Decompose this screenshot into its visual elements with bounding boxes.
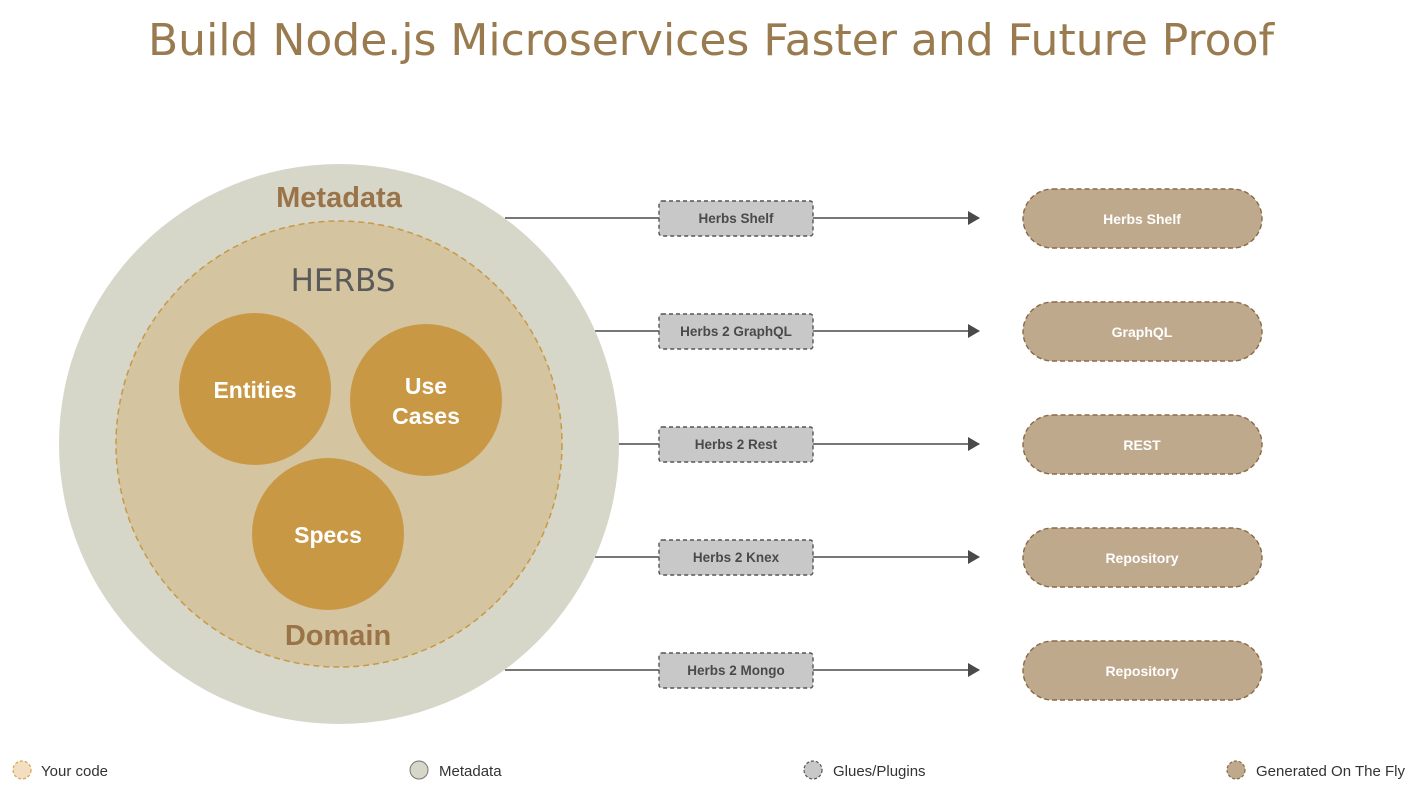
plugin-boxes: Herbs Shelf Herbs 2 GraphQL Herbs 2 Rest… (658, 200, 814, 689)
plugin-label: Herbs 2 GraphQL (680, 324, 792, 339)
herbs-label: HERBS (291, 263, 396, 299)
legend-label: Your code (41, 763, 108, 780)
use-cases-circle (350, 324, 502, 476)
plugin-box[interactable]: Herbs 2 GraphQL (658, 313, 814, 350)
output-label: Herbs Shelf (1103, 211, 1181, 227)
plugin-box[interactable]: Herbs 2 Rest (658, 426, 814, 463)
output-label: Repository (1105, 550, 1178, 566)
plugin-box[interactable]: Herbs Shelf (658, 200, 814, 237)
legend: Your code Metadata Glues/Plugins Generat… (12, 760, 1405, 780)
specs-circle (252, 458, 404, 610)
output-label: GraphQL (1112, 324, 1173, 340)
output-pill[interactable]: Repository (1022, 640, 1263, 701)
plugin-label: Herbs 2 Rest (695, 437, 778, 452)
legend-label: Metadata (439, 763, 502, 780)
output-pill[interactable]: Herbs Shelf (1022, 188, 1263, 249)
entities-label: Entities (213, 377, 296, 403)
output-pills: Herbs Shelf GraphQL REST Repository Repo… (1022, 188, 1263, 701)
generated-legend-icon (1226, 760, 1246, 780)
connection-lines (505, 211, 980, 677)
specs-label: Specs (294, 522, 362, 548)
domain-label: Domain (285, 620, 391, 652)
your-code-legend-icon (12, 760, 32, 780)
use-cases-label-line1: Use (405, 373, 447, 399)
output-pill[interactable]: GraphQL (1022, 301, 1263, 362)
output-label: Repository (1105, 663, 1178, 679)
plugin-box[interactable]: Herbs 2 Knex (658, 539, 814, 576)
plugin-legend-icon (803, 760, 823, 780)
plugin-label: Herbs Shelf (698, 211, 774, 226)
legend-label: Glues/Plugins (833, 763, 926, 780)
plugin-label: Herbs 2 Mongo (687, 663, 785, 678)
output-label: REST (1123, 437, 1161, 453)
use-cases-label-line2: Cases (392, 403, 460, 429)
metadata-label: Metadata (276, 182, 403, 214)
metadata-legend-icon (409, 760, 429, 780)
plugin-box[interactable]: Herbs 2 Mongo (658, 652, 814, 689)
entities-circle (179, 313, 331, 465)
page-title: Build Node.js Microservices Faster and F… (148, 15, 1275, 66)
plugin-label: Herbs 2 Knex (693, 550, 780, 565)
legend-label: Generated On The Fly (1256, 763, 1405, 780)
output-pill[interactable]: REST (1022, 414, 1263, 475)
output-pill[interactable]: Repository (1022, 527, 1263, 588)
